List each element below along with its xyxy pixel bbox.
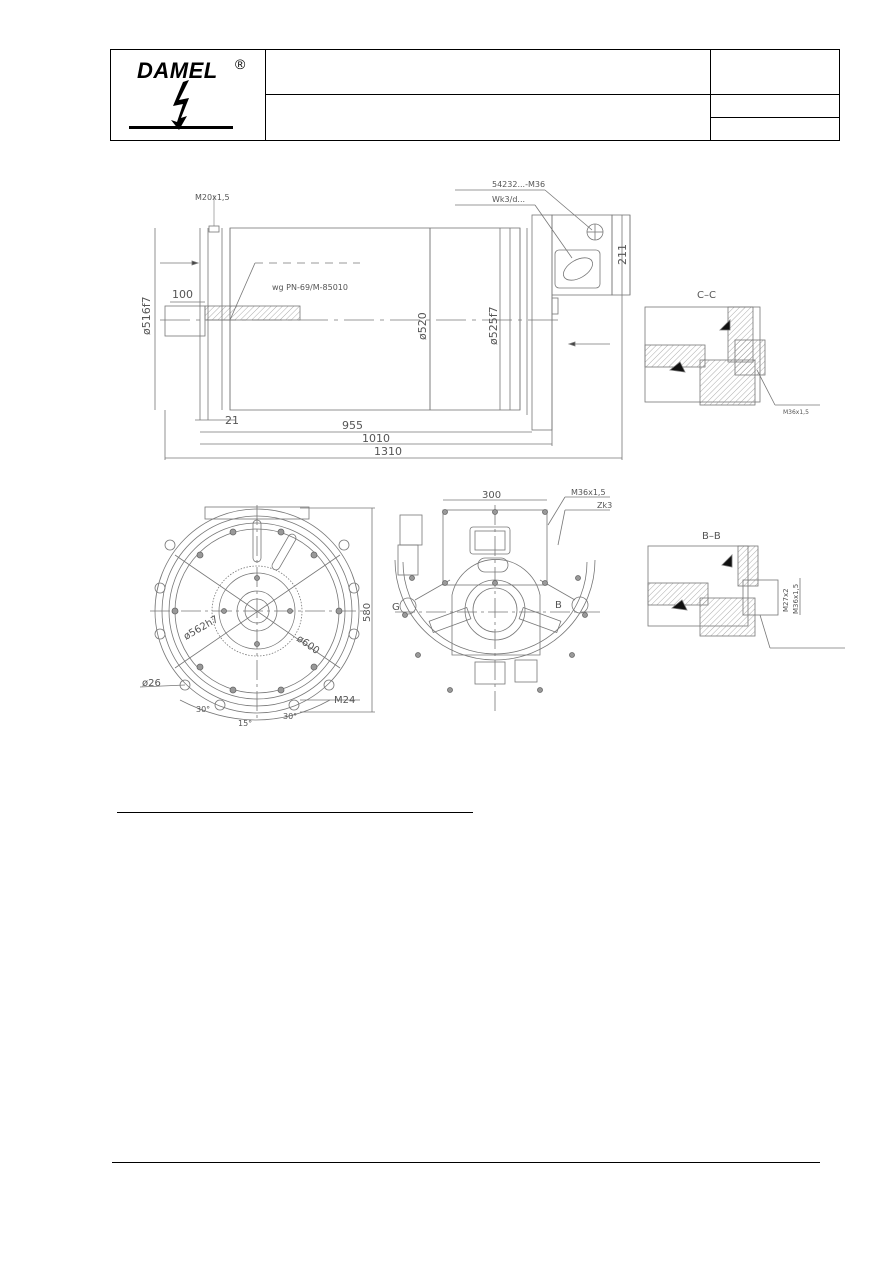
title-cells [266, 50, 711, 140]
dim-dia-flange: ø525f7 [487, 306, 500, 345]
dim-angle-left: 30° [196, 705, 210, 714]
label-thread-top: M20x1,5 [195, 193, 230, 202]
right-top-cell [711, 50, 839, 95]
logo-brand-text: DAMEL [137, 58, 218, 83]
info-cells [711, 50, 839, 140]
technical-drawing: M20x1,5 wg PN-69/M-85010 54232...-M36 Wk… [139, 180, 845, 728]
label-box: Wk3/d... [492, 195, 525, 204]
section-b-title: B–B [702, 531, 721, 542]
dim-shaft-length: 100 [172, 288, 193, 301]
dim-1310: 1310 [374, 445, 402, 458]
section-mark-b: B [555, 600, 562, 611]
section-mark-g: G [392, 602, 400, 613]
registered-mark: ® [235, 56, 246, 72]
label-rear-plug: Zk3 [597, 501, 612, 510]
title-cell [266, 50, 710, 95]
section-b-b [647, 545, 845, 649]
title-block: DAMEL ® [110, 49, 840, 141]
section-divider [117, 812, 473, 813]
footer-rule [112, 1162, 820, 1163]
front-view [139, 505, 375, 721]
right-mid-cell [711, 95, 839, 118]
dim-gap: 21 [225, 414, 239, 427]
dim-bolt: M24 [334, 695, 355, 706]
dim-rear-width: 300 [482, 490, 501, 501]
dim-angle-mid: 15° [238, 719, 252, 728]
label-standard: wg PN-69/M-85010 [272, 283, 348, 292]
label-connector: 54232...-M36 [492, 180, 545, 189]
dim-dia-shaft: ø516f7 [140, 296, 153, 335]
rear-view [394, 496, 610, 715]
section-c-c [644, 306, 820, 406]
section-b-thread-small: M27x2 [782, 588, 790, 612]
dim-angle-right: 30° [283, 712, 297, 721]
damel-logo: DAMEL ® [111, 50, 266, 140]
dim-pcd-inner: ø562h7 [182, 614, 220, 642]
section-c-thread: M36x1,5 [783, 409, 809, 416]
dim-box-height: 211 [616, 244, 629, 265]
side-view [154, 189, 631, 460]
label-rear-thread: M36x1,5 [571, 488, 606, 497]
dim-height: 580 [362, 603, 373, 622]
section-b-thread-large: M36x1,5 [792, 584, 800, 614]
dim-dia-body: ø520 [416, 312, 429, 340]
section-c-title: C–C [697, 290, 716, 301]
dim-1010: 1010 [362, 432, 390, 445]
lightning-bolt-icon [129, 80, 233, 130]
dim-955: 955 [342, 419, 363, 432]
dim-pcd-outer: ø600 [294, 633, 321, 656]
dim-hole-dia: ø26 [142, 678, 161, 689]
